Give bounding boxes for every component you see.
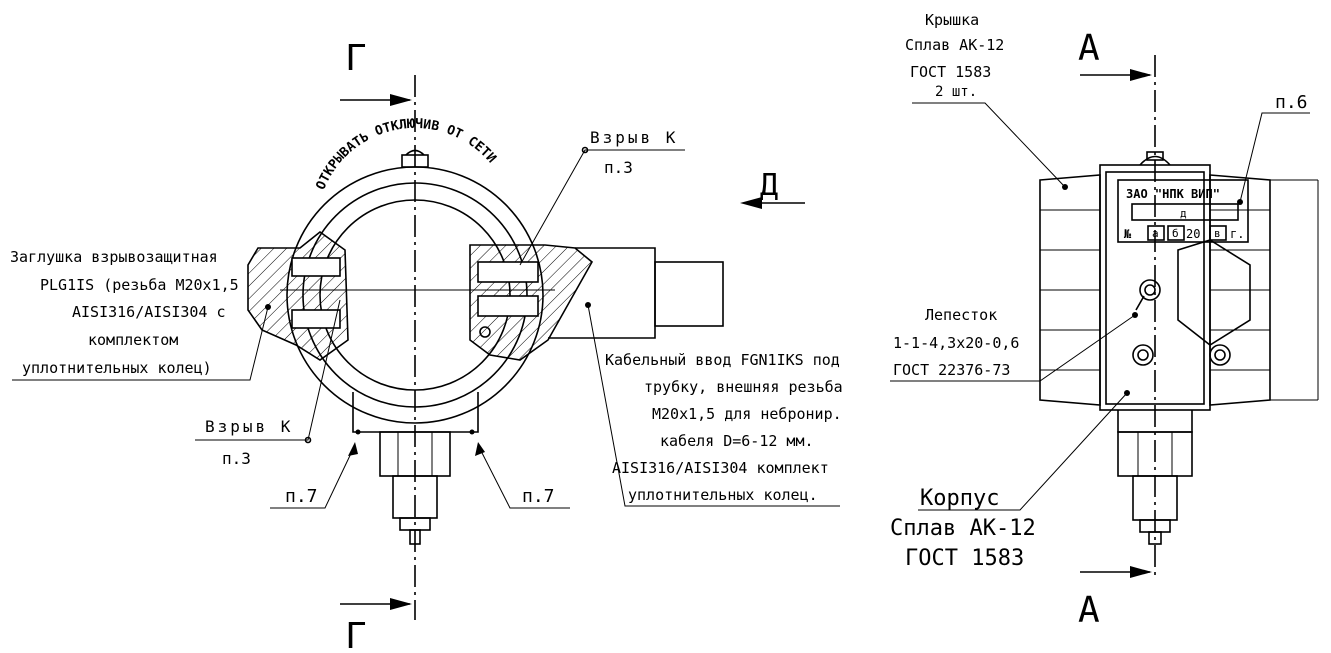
section-mark-g-bottom: Г xyxy=(345,616,367,653)
left-plug-thread-bottom xyxy=(291,309,341,329)
explosion-label-bottom: Взрыв К xyxy=(205,417,293,436)
arrow-head-top xyxy=(390,94,412,106)
plug-label-4: комплектом xyxy=(88,331,178,349)
left-screw-dot xyxy=(355,429,361,435)
plate-no: № xyxy=(1124,227,1131,241)
housing-body xyxy=(1099,164,1211,411)
bottom-fitting-pin xyxy=(409,529,421,545)
body-label-1: Корпус xyxy=(920,486,999,511)
cover-label-3: ГОСТ 1583 xyxy=(910,63,991,81)
cable-label-2: трубку, внешняя резьба xyxy=(644,378,843,396)
view-arrow-d-head xyxy=(740,197,762,209)
cover-leader xyxy=(912,102,1066,188)
plate-field-d xyxy=(1131,203,1239,221)
left-view: Г Г ОТКРЫВАТЬ ОТКЛЮЧИВ ОТ СЕТИ xyxy=(10,38,843,653)
plate-field-v xyxy=(1209,225,1227,241)
cover-label-4: 2 шт. xyxy=(935,84,977,100)
plate-a: а xyxy=(1152,227,1159,240)
p7-right-arrow xyxy=(475,442,485,456)
section-arrow-a-top-head xyxy=(1130,69,1152,81)
plug-label-3: AISI316/AISI304 с xyxy=(72,303,226,321)
section-mark-g-top: Г xyxy=(345,38,367,79)
plug-label-1: Заглушка взрывозащитная xyxy=(10,248,218,266)
ground-screw xyxy=(1139,279,1161,301)
cable-gland-tube xyxy=(654,261,724,327)
cable-label-5: AISI316/AISI304 комплект xyxy=(612,459,829,477)
body-label-3: ГОСТ 1583 xyxy=(905,546,1024,571)
explosion-leader-bottom xyxy=(195,299,341,441)
lug-right xyxy=(1209,344,1231,366)
cover-label-2: Сплав АК-12 xyxy=(905,36,1004,54)
lug-right-hole xyxy=(1214,349,1226,361)
cable-label-4: кабеля D=6-12 мм. xyxy=(660,432,814,450)
petal-tab xyxy=(1135,295,1145,311)
plate-year: 20 xyxy=(1186,227,1200,241)
p7-left-leader xyxy=(270,444,356,509)
cover-label-1: Крышка xyxy=(925,11,979,29)
petal-label-3: ГОСТ 22376-73 xyxy=(893,361,1010,379)
petal-label-1: Лепесток xyxy=(925,306,997,324)
ground-screw-inner xyxy=(1144,284,1156,296)
explosion-bottom-ring xyxy=(304,436,312,444)
cable-label-6: уплотнительных колец. xyxy=(628,486,818,504)
housing-bracket xyxy=(1105,171,1205,405)
plate-title: ЗАО "НПК ВИП" xyxy=(1126,187,1220,201)
lug-left xyxy=(1132,344,1154,366)
explosion-top-ring xyxy=(581,146,589,154)
section-mark-a-bottom: А xyxy=(1078,590,1100,631)
p7-right-leader xyxy=(477,444,570,509)
plate-g: г. xyxy=(1230,227,1244,241)
right-view: А А ЗАО "НПК ВИП" д № xyxy=(890,11,1319,631)
explosion-ref-bottom: п.3 xyxy=(222,449,251,468)
right-top-knob-cap xyxy=(1146,151,1164,161)
lug-left-hole xyxy=(1137,349,1149,361)
cable-gland-hole xyxy=(479,326,491,338)
explosion-label-top: Взрыв К xyxy=(590,128,678,147)
cable-gland-thread-bottom xyxy=(477,295,539,317)
section-mark-a-top: А xyxy=(1078,28,1100,69)
side-hex xyxy=(1177,239,1251,346)
cable-label-1: Кабельный ввод FGN1IKS под xyxy=(605,351,840,369)
p6-leader xyxy=(1239,112,1310,203)
plate-d: д xyxy=(1180,207,1187,220)
plug-label-5: уплотнительных колец) xyxy=(22,359,212,377)
plate-v: в xyxy=(1214,227,1221,240)
left-plug-thread-top xyxy=(291,257,341,277)
name-plate xyxy=(1117,179,1249,243)
body-leader xyxy=(918,392,1128,511)
body-label-2: Сплав АК-12 xyxy=(890,516,1036,541)
p7-left-label: п.7 xyxy=(285,486,318,507)
cable-label-3: М20х1,5 для небронир. xyxy=(652,405,842,423)
right-fitting-pin xyxy=(1148,531,1162,545)
plate-field-a xyxy=(1147,225,1165,241)
plate-field-b xyxy=(1167,225,1185,241)
p7-right-label: п.7 xyxy=(522,486,555,507)
explosion-ref-top: п.3 xyxy=(604,158,633,177)
top-knob-cap xyxy=(405,149,425,156)
explosion-leader-top xyxy=(519,149,685,266)
right-screw-dot xyxy=(469,429,475,435)
cable-gland-thread-top xyxy=(477,261,539,283)
plate-b: б xyxy=(1172,227,1179,240)
section-arrow-a-bottom-head xyxy=(1130,566,1152,578)
right-top-knob xyxy=(1139,155,1171,166)
arrow-head-bottom xyxy=(390,598,412,610)
p6-label: п.6 xyxy=(1275,92,1308,113)
plug-label-2: PLG1IS (резьба М20х1,5 xyxy=(40,276,239,294)
view-mark-d: Д xyxy=(760,168,778,203)
left-plug-section xyxy=(247,230,349,361)
plug-leader xyxy=(12,306,269,381)
cable-leader xyxy=(587,304,840,507)
petal-label-2: 1-1-4,3х20-0,6 xyxy=(893,334,1019,352)
petal-leader xyxy=(890,314,1136,382)
p7-left-arrow xyxy=(348,442,358,456)
